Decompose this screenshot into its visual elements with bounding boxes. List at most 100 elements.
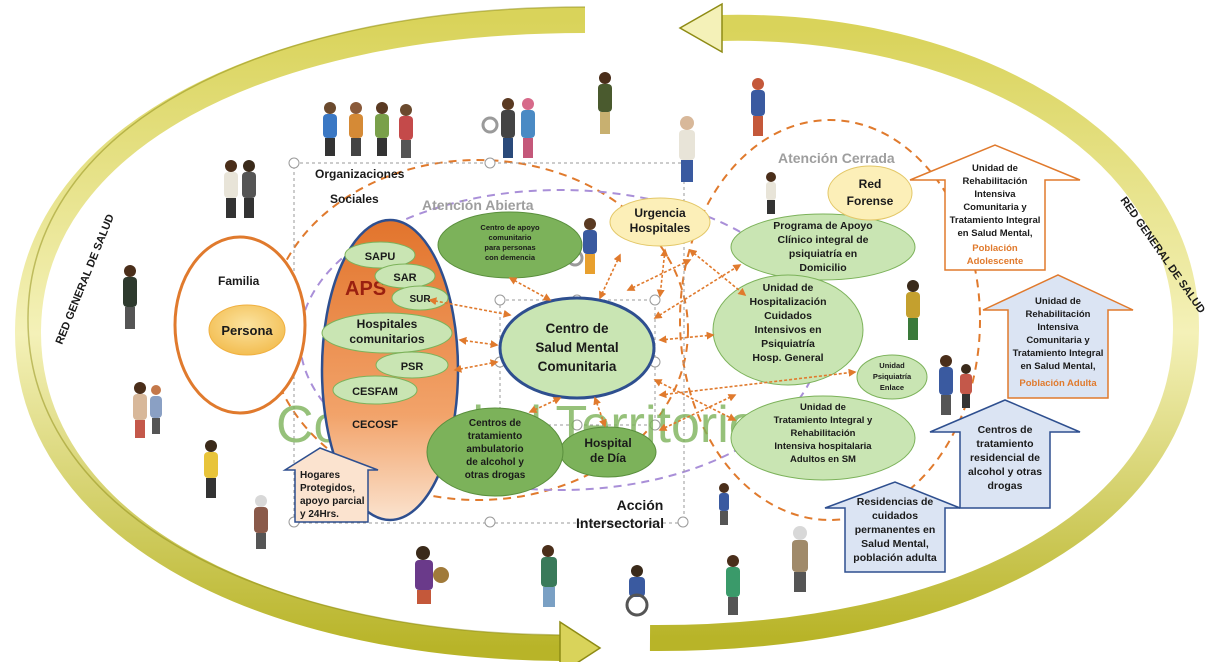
hospital-dia-line-1: Hospital: [584, 436, 631, 450]
box-adulta-line-3: Intensiva: [1037, 322, 1079, 333]
organizaciones-line-1: Organizaciones: [315, 167, 405, 181]
aps-group: APS SAPU SAR SUR Hospitales comunitarios…: [320, 218, 460, 522]
box-hogares[interactable]: Hogares Protegidos, apoyo parcial y 24Hr…: [282, 447, 379, 523]
atencion-cerrada-label: Atención Cerrada: [778, 150, 895, 166]
aps-item-sur-label: SUR: [409, 294, 431, 305]
unidad-tratamiento-line-3: Rehabilitación: [791, 428, 856, 439]
box-adolescente-line-4: Comunitaria y: [963, 202, 1027, 213]
atencion-cerrada-zone: [679, 119, 981, 521]
centro-demencia-line-3: para personas: [484, 243, 535, 252]
csmc-line-2: Salud Mental: [535, 340, 618, 355]
urgencia-line-2: Hospitales: [630, 221, 691, 235]
familia-label: Familia: [218, 274, 260, 288]
centros-tratamiento-line-4: de alcohol y: [466, 457, 524, 468]
urgencia-hospitales-ellipse[interactable]: [609, 197, 711, 247]
atencion-abierta-zone: [267, 159, 689, 501]
programa-apoyo-ellipse[interactable]: [730, 213, 916, 281]
box-residencias-line-4: Salud Mental,: [861, 538, 929, 550]
hospital-dia-line-2: de Día: [590, 451, 626, 465]
persona-ellipse[interactable]: [208, 304, 286, 356]
box-residencial-line-1: Centros de: [978, 424, 1033, 436]
box-residencias-line-3: permanentes en: [855, 524, 936, 536]
person-icon: [751, 78, 765, 136]
unidad-tratamiento-line-2: Tratamiento Integral y: [774, 415, 873, 426]
unidad-hosp-line-1: Unidad de: [763, 282, 814, 294]
centros-tratamiento-line-2: tratamiento: [468, 431, 522, 442]
box-adulta-shape: [982, 274, 1134, 399]
box-adolescente-line-1: Unidad de: [972, 163, 1018, 174]
unidad-enlace-line-3: Enlace: [880, 383, 904, 392]
csmc-line-1: Centro de: [545, 321, 608, 336]
aps-hospitales-line-2: comunitarios: [349, 332, 425, 346]
right-ring-band: [649, 14, 1200, 652]
person-icon: [541, 545, 557, 607]
unidad-hosp-line-3: Cuidados: [764, 310, 812, 322]
centros-tratamiento-line-5: otras drogas: [465, 470, 526, 481]
box-residencial-line-5: drogas: [987, 480, 1022, 492]
aps-hospitales-comunitarios[interactable]: [321, 312, 453, 354]
box-hogares-line-4: y 24Hrs.: [300, 509, 339, 520]
centro-demencia-line-2: comunitario: [489, 233, 532, 242]
aps-item-psr[interactable]: [375, 351, 449, 379]
box-adolescente-line-6: en Salud Mental,: [958, 228, 1033, 239]
unidad-tratamiento-line-1: Unidad de: [800, 402, 846, 413]
person-icon: [323, 102, 413, 158]
csmc-line-3: Comunitaria: [538, 359, 617, 374]
red-forense-ellipse[interactable]: [827, 165, 913, 221]
box-adulta-line-2: Rehabilitación: [1026, 309, 1091, 320]
box-residencias-line-2: cuidados: [872, 510, 918, 522]
box-adulta-line-5: Tratamiento Integral: [1013, 348, 1104, 359]
aps-item-cesfam[interactable]: [332, 375, 418, 405]
box-residencias[interactable]: Residencias de cuidados permanentes en S…: [824, 481, 961, 573]
box-residencial-line-3: residencial de: [970, 452, 1040, 464]
person-icon: [123, 265, 137, 329]
box-adulta-line-1: Unidad de: [1035, 296, 1081, 307]
box-hogares-line-2: Protegidos,: [300, 483, 355, 494]
box-residencias-shape: [824, 481, 961, 573]
unidad-enlace-line-1: Unidad: [879, 361, 905, 370]
unidad-tratamiento-line-5: Adultos en SM: [790, 454, 856, 465]
box-adulta-line-6: en Salud Mental,: [1021, 361, 1096, 372]
box-residencial-line-4: alcohol y otras: [968, 466, 1042, 478]
unidad-enlace-ellipse[interactable]: [856, 354, 928, 400]
box-adulta-highlight: Población Adulta: [1019, 378, 1097, 389]
organizaciones-line-2: Sociales: [330, 192, 379, 206]
box-residencial[interactable]: Centros de tratamiento residencial de al…: [929, 399, 1081, 509]
programa-line-4: Domicilio: [799, 262, 846, 274]
centro-demencia-line-4: con demencia: [485, 253, 536, 262]
person-icon: [726, 555, 740, 615]
box-adolescente-line-5: Tratamiento Integral: [950, 215, 1041, 226]
box-adolescente-highlight-1: Población: [972, 243, 1018, 254]
aps-item-cecosf-label: CECOSF: [352, 419, 398, 431]
urgencia-line-1: Urgencia: [634, 206, 686, 220]
person-icon: [792, 526, 808, 592]
box-adulta[interactable]: Unidad de Rehabilitación Intensiva Comun…: [982, 274, 1134, 399]
unidad-enlace-line-2: Psiquiatría: [873, 372, 912, 381]
box-hogares-line-1: Hogares: [300, 470, 340, 481]
csmc-ellipse[interactable]: [498, 296, 656, 400]
box-residencial-shape: [929, 399, 1081, 509]
unidad-hosp-line-6: Hosp. General: [752, 352, 823, 364]
centros-tratamiento-ellipse[interactable]: [426, 407, 564, 497]
person-icon: [598, 72, 612, 134]
red-forense-line-2: Forense: [847, 194, 894, 208]
programa-line-1: Programa de Apoyo: [773, 220, 872, 232]
programa-line-3: psiquiatría en: [789, 248, 857, 260]
person-icon: [415, 546, 449, 604]
people-figures: [123, 72, 972, 617]
accion-line-1: Acción: [617, 497, 664, 513]
person-icon: [719, 483, 729, 525]
aps-item-sapu[interactable]: [344, 241, 416, 269]
person-icon: [501, 98, 535, 158]
unidad-tratamiento-line-4: Intensiva hospitalaria: [774, 441, 872, 452]
box-adulta-line-4: Comunitaria y: [1026, 335, 1090, 346]
aps-item-psr-label: PSR: [401, 361, 424, 373]
left-ring-edge: [27, 6, 586, 636]
box-adolescente[interactable]: Unidad de Rehabilitación Intensiva Comun…: [909, 144, 1081, 271]
centros-tratamiento-line-3: ambulatorio: [466, 444, 523, 455]
person-icon: [766, 172, 776, 214]
right-ring-arrowhead-icon: [678, 2, 723, 54]
box-adolescente-line-2: Rehabilitación: [963, 176, 1028, 187]
person-icon: [625, 565, 649, 617]
